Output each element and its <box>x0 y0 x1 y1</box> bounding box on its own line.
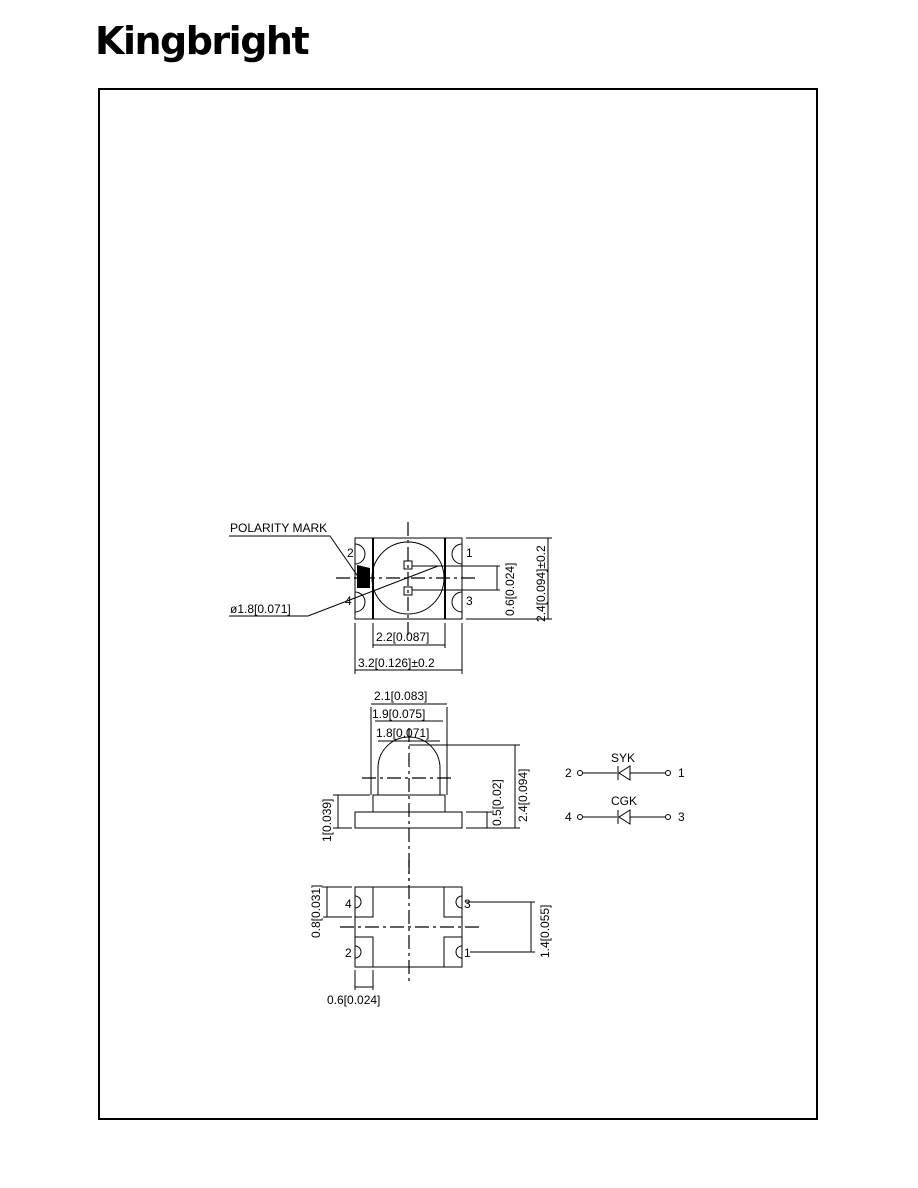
bottom-pin-2-label: 2 <box>345 946 352 960</box>
syk-label: SYK <box>611 751 635 765</box>
syk-left-terminal <box>577 770 583 776</box>
cgk-left-pin: 4 <box>565 810 572 824</box>
bottom-view: 4 3 2 1 0.8[0.031] 1.4[0.055] 0.6[0.024] <box>309 860 552 1007</box>
circuit-schematic: SYK CGK 2 1 4 3 <box>565 751 685 825</box>
side-view: 2.1[0.083] 1.9[0.075] 1.8[0.071] 1[0.039… <box>320 689 530 880</box>
top-view: POLARITY MARK ø1.8[0.071] 2.2[0.087] 3.2… <box>229 521 552 674</box>
cgk-left-terminal <box>577 814 583 820</box>
syk-right-terminal <box>665 770 671 776</box>
polarity-mark-label: POLARITY MARK <box>230 521 327 535</box>
pad-1 <box>443 936 462 968</box>
top-pin-4-label: 4 <box>345 594 352 608</box>
side-dim-a-label: 2.1[0.083] <box>374 689 427 703</box>
chip-lower <box>403 586 413 596</box>
height-label: 2.4[0.094]±0.2 <box>534 545 548 622</box>
polarity-mark <box>357 565 370 588</box>
pad-4 <box>355 886 374 918</box>
side-dim-c-label: 1.8[0.071] <box>376 726 429 740</box>
syk-right-pin: 1 <box>678 766 685 780</box>
polarity-leader <box>229 535 360 579</box>
bottom-pin-1-label: 1 <box>464 946 471 960</box>
diameter-label: ø1.8[0.071] <box>230 602 291 616</box>
drawing-frame <box>98 88 818 1120</box>
pad-3 <box>443 886 462 918</box>
side-dim-b-label: 1.9[0.075] <box>372 707 425 721</box>
top-pin-2-label: 2 <box>347 546 354 560</box>
pad-arc-2 <box>354 543 366 565</box>
syk-diode-symbol <box>618 765 631 781</box>
cgk-right-pin: 3 <box>678 810 685 824</box>
diameter-leader <box>229 565 439 617</box>
cgk-right-terminal <box>665 814 671 820</box>
step-height-label: 0.5[0.02] <box>490 779 504 826</box>
pin-spacing-label: 0.6[0.024] <box>503 563 517 616</box>
total-height-label: 2.4[0.094] <box>516 769 530 822</box>
syk-left-pin: 2 <box>565 766 572 780</box>
cgk-label: CGK <box>611 794 637 808</box>
bottom-pin-3-label: 3 <box>464 897 471 911</box>
pad-width-label: 0.6[0.024] <box>327 993 380 1007</box>
cgk-diode-symbol <box>618 809 631 825</box>
brand-logo: Kingbright <box>95 19 310 63</box>
inner-width-label: 2.2[0.087] <box>376 630 429 644</box>
pad-2 <box>355 936 374 968</box>
top-pin-3-label: 3 <box>466 594 473 608</box>
base-height-label: 1[0.039] <box>320 799 334 842</box>
bottom-pin-4-label: 4 <box>345 897 352 911</box>
pad-arc-3 <box>451 591 463 613</box>
pad-arc-1 <box>451 543 463 565</box>
top-pin-1-label: 1 <box>466 546 473 560</box>
pad-height-label: 0.8[0.031] <box>309 885 323 938</box>
pad-spacing-label: 1.4[0.055] <box>538 905 552 958</box>
outer-width-label: 3.2[0.126]±0.2 <box>358 656 435 670</box>
pad-arc-4 <box>354 591 366 613</box>
